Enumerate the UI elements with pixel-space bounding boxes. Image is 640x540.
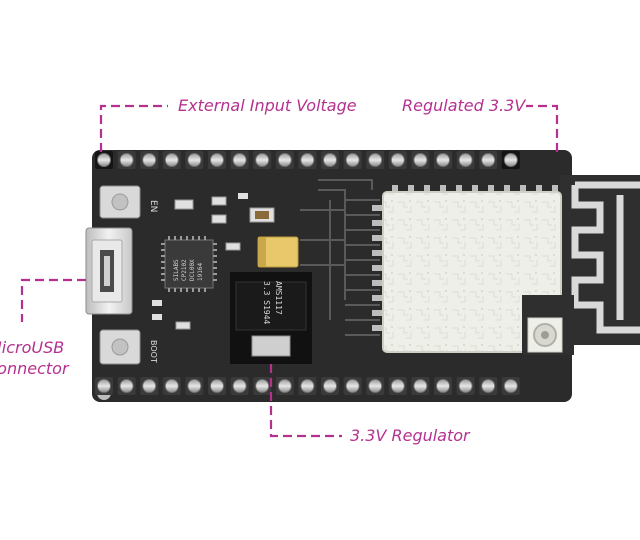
leader-microusb xyxy=(20,278,86,322)
header-pin xyxy=(255,153,270,167)
header-pin xyxy=(255,379,270,393)
header-pin xyxy=(300,379,315,393)
tantalum-capacitor xyxy=(257,236,299,268)
header-pin xyxy=(503,153,518,167)
header-pin xyxy=(390,379,405,393)
header-pin xyxy=(345,153,360,167)
header-pin xyxy=(436,379,450,393)
header-pin xyxy=(503,379,518,393)
header-pin xyxy=(97,153,111,167)
callout-external-input-voltage: External Input Voltage xyxy=(178,96,357,115)
ams1117-regulator: AMS1117 3.3 S1944 xyxy=(230,272,312,364)
boot-button-label: BOOT xyxy=(149,340,158,363)
header-pin xyxy=(458,379,473,393)
header-pin xyxy=(300,153,315,167)
header-pin xyxy=(164,379,179,393)
header-pin xyxy=(436,153,450,167)
header-pin xyxy=(413,379,428,393)
header-pins-top xyxy=(95,151,520,169)
silkscreen-traces xyxy=(300,179,380,336)
leader-3v3-regulator xyxy=(269,364,342,438)
header-pins-bottom xyxy=(95,377,520,395)
regulator-label-line1: AMS1117 xyxy=(274,281,283,315)
esp32-module-shield xyxy=(382,191,562,353)
pcb-antenna-trace xyxy=(571,181,640,334)
header-pin xyxy=(413,153,428,167)
callout-microusb-line2: Connector xyxy=(0,359,69,378)
module-side-pads xyxy=(372,205,386,331)
header-pin xyxy=(187,153,202,167)
chip-label-line1: SILABS xyxy=(173,259,180,281)
header-pin xyxy=(232,379,247,393)
header-pin xyxy=(481,379,496,393)
chip-label-line3: DCL00X xyxy=(189,259,196,281)
header-pin xyxy=(142,153,157,167)
header-pin xyxy=(323,153,337,167)
header-pin xyxy=(458,153,473,167)
smd-components xyxy=(152,193,275,330)
en-button-label: EN xyxy=(148,200,158,212)
en-button[interactable] xyxy=(99,185,141,219)
regulator-label-line2: 3.3 S1944 xyxy=(262,281,271,325)
header-pin xyxy=(481,153,496,167)
boot-button[interactable] xyxy=(99,329,141,365)
cp2102-chip: SILABS CP2102 DCL00X 19164 xyxy=(161,236,217,292)
header-pin xyxy=(345,379,360,393)
leader-external-input-voltage xyxy=(99,104,168,152)
header-pin xyxy=(368,379,383,393)
ufl-antenna-connector xyxy=(522,295,574,355)
header-pin xyxy=(164,153,179,167)
chip-label-line4: 19164 xyxy=(197,263,204,281)
callout-3v3-regulator: 3.3V Regulator xyxy=(350,426,470,445)
header-pin xyxy=(323,379,337,393)
callout-leaders xyxy=(20,104,559,438)
header-pin xyxy=(277,379,292,393)
callout-microusb-line1: MicroUSB xyxy=(0,338,65,357)
header-pin xyxy=(210,379,224,393)
header-pin xyxy=(277,153,292,167)
leader-regulated-3v3 xyxy=(526,104,559,152)
header-pin xyxy=(368,153,383,167)
callout-regulated-3v3: Regulated 3.3V xyxy=(402,96,526,115)
header-pin xyxy=(390,153,405,167)
header-pin xyxy=(232,153,247,167)
header-pin xyxy=(187,379,202,393)
header-pin xyxy=(97,379,111,393)
header-pin xyxy=(142,379,157,393)
header-pin xyxy=(119,153,134,167)
microusb-connector xyxy=(85,227,133,315)
header-pin xyxy=(210,153,224,167)
header-pin xyxy=(119,379,134,393)
chip-label-line2: CP2102 xyxy=(181,259,188,281)
module-top-pads xyxy=(392,185,558,195)
